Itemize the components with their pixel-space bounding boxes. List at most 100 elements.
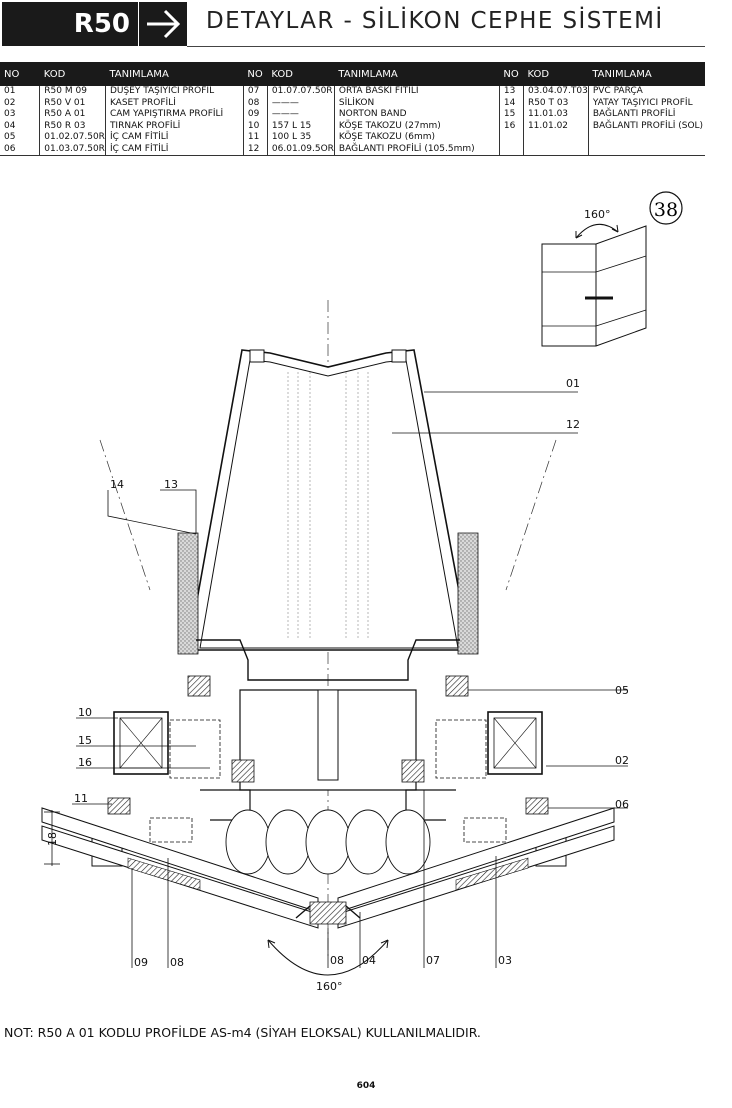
cell-tanim: CAM YAPIŞTIRMA PROFİLİ: [104, 109, 244, 121]
callout-04: 04: [362, 954, 376, 967]
callout-14: 14: [110, 478, 124, 491]
vertical-mullion-profile: [187, 349, 471, 651]
cell-no: 12: [242, 143, 268, 156]
cell-kod: R50 A 01: [39, 109, 106, 121]
col-header-kod: KOD: [267, 62, 335, 86]
cell-kod: [522, 143, 589, 156]
corner-inset: [541, 191, 683, 347]
col-header-no: NO: [499, 62, 524, 86]
cell-kod: 01.03.07.50R: [39, 143, 106, 156]
cell-kod: R50 M 09: [39, 86, 106, 98]
arrow-right-icon: [139, 2, 187, 46]
callout-01: 01: [566, 377, 580, 390]
cell-no: 08: [242, 97, 268, 109]
lower-assembly: [91, 639, 567, 867]
cell-no: 13: [498, 86, 524, 98]
col-header-no: NO: [0, 62, 40, 86]
pvc-strip-left: [177, 532, 199, 655]
cell-kod: 11.01.02: [522, 120, 589, 132]
cell-tanim: PVC PARÇA: [587, 86, 705, 98]
callout-11: 11: [74, 792, 88, 805]
cell-kod: 01.02.07.50R: [39, 132, 106, 144]
cell-no: 01: [4, 86, 16, 96]
cell-tanim: NORTON BAND: [333, 109, 500, 121]
callout-15: 15: [78, 734, 92, 747]
bottom-angle-arc: [267, 939, 389, 976]
cell-kod: R50 V 01: [39, 97, 106, 109]
axis-left: [99, 439, 151, 591]
col-header-no: NO: [243, 62, 268, 86]
cell-tanim: BAĞLANTI PROFİLİ: [587, 109, 705, 121]
callout-09: 09: [134, 956, 148, 969]
cell-no: 05: [4, 132, 16, 142]
cell-kod: 06.01.09.5OR: [266, 143, 335, 156]
cell-tanim: ORTA BASKI FİTİLİ: [333, 86, 500, 98]
page-title: DETAYLAR - SİLİKON CEPHE SİSTEMİ: [206, 8, 664, 34]
detail-number: 38: [654, 199, 678, 221]
cell-no: 03: [4, 109, 16, 119]
inset-angle-label: 160°: [584, 208, 611, 221]
cell-tanim: BAĞLANTI PROFİLİ (SOL): [587, 120, 705, 132]
cell-no: 10: [242, 120, 268, 132]
cell-no: 11: [242, 132, 268, 144]
cell-no: [498, 143, 524, 156]
cell-tanim: KÖŞE TAKOZU (6mm): [333, 132, 500, 144]
glass-panels: [41, 807, 615, 929]
cell-kod: 03.04.07.T03: [522, 86, 589, 98]
callout-07: 07: [426, 954, 440, 967]
cell-tanim: KASET PROFİLİ: [104, 97, 244, 109]
cell-kod: 01.07.07.50R: [266, 86, 335, 98]
cell-kod: R50 R 03: [39, 120, 106, 132]
callout-03: 03: [498, 954, 512, 967]
cell-kod: ———: [266, 109, 335, 121]
table-header-row: NO KOD TANIMLAMA NO KOD TANIMLAMA NO KOD…: [0, 62, 705, 86]
dimension-18: [44, 810, 60, 866]
callout-13: 13: [164, 478, 178, 491]
callout-08-center: 08: [330, 954, 344, 967]
page-number: 604: [356, 1081, 376, 1091]
note-text: NOT: R50 A 01 KODLU PROFİLDE AS-m4 (SİYA…: [4, 1025, 481, 1040]
dimension-label: 18: [46, 832, 59, 846]
cell-tanim: KÖŞE TAKOZU (27mm): [333, 120, 500, 132]
cell-tanim: DÜŞEY TAŞIYICI PROFİL: [104, 86, 244, 98]
cell-tanim: TIRNAK PROFİLİ: [104, 120, 244, 132]
cell-tanim: İÇ CAM FİTİLİ: [104, 132, 244, 144]
cell-kod: 100 L 35: [266, 132, 335, 144]
col-header-kod: KOD: [523, 62, 589, 86]
cell-tanim: BAĞLANTI PROFİLİ (105.5mm): [333, 143, 500, 156]
callout-06: 06: [615, 798, 629, 811]
cell-no: 06: [0, 143, 40, 156]
cell-no: 09: [242, 109, 268, 121]
cell-no: 07: [242, 86, 268, 98]
cell-kod: R50 T 03: [522, 97, 589, 109]
callout-10: 10: [78, 706, 92, 719]
cell-tanim: [587, 143, 705, 156]
cell-kod: [522, 132, 589, 144]
col-header-kod: KOD: [39, 62, 106, 86]
cell-tanim: [587, 132, 705, 144]
parts-table: NO KOD TANIMLAMA NO KOD TANIMLAMA NO KOD…: [0, 62, 705, 156]
cell-no: 04: [4, 120, 16, 131]
cell-no: 02: [4, 97, 16, 108]
insulation-rolls: [225, 809, 431, 875]
cell-tanim: SİLİKON: [333, 97, 500, 109]
bottom-angle-label: 160°: [316, 980, 343, 993]
cell-no: 15: [498, 109, 524, 121]
cell-kod: 157 L 15: [266, 120, 335, 132]
cell-kod: ———: [266, 97, 335, 109]
callout-16: 16: [78, 756, 92, 769]
cell-no: 16: [498, 120, 524, 132]
cell-no: [498, 132, 524, 144]
axis-right: [505, 439, 557, 591]
cell-tanim: İÇ CAM FİTİLİ: [104, 143, 244, 156]
title-underline: [187, 46, 705, 47]
col-header-tanimlama: TANIMLAMA: [105, 62, 244, 86]
leader-lines: [72, 391, 628, 968]
cell-kod: 11.01.03: [522, 109, 589, 121]
